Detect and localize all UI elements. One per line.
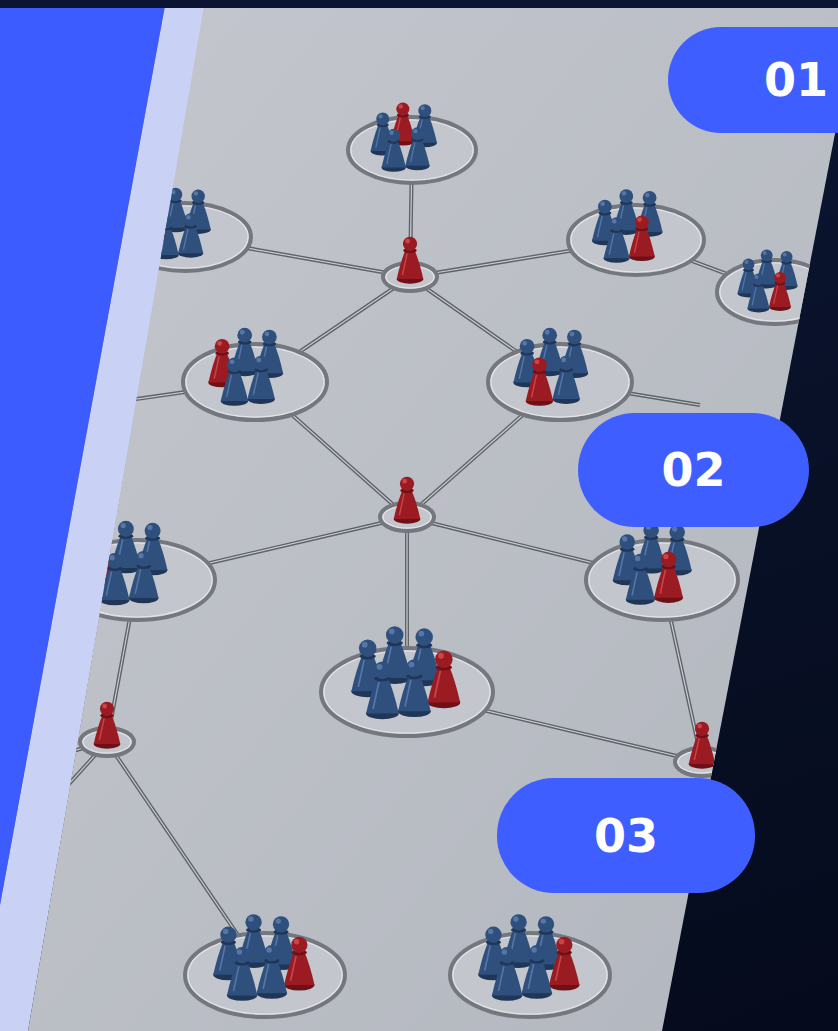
pawn-group: [185, 914, 345, 1017]
network-link-highlight: [255, 277, 410, 382]
pill-number: 01: [764, 57, 828, 103]
hub: [383, 237, 437, 291]
blue-pawn: [257, 945, 287, 999]
top-bar: [0, 0, 838, 8]
red-pawn: [629, 215, 655, 261]
network-link-highlight: [407, 517, 662, 580]
ring: [568, 205, 704, 275]
ring-highlight: [186, 347, 324, 417]
pawn-group: [586, 523, 738, 620]
ring: [348, 117, 476, 183]
pawn-group: [568, 189, 704, 275]
red-pawn: [689, 722, 716, 769]
number-pill: 03: [497, 778, 755, 893]
blue-pawn: [382, 129, 406, 172]
pawn-group: [450, 914, 610, 1017]
ring: [59, 540, 215, 620]
blue-pawn: [522, 945, 552, 999]
red-pawn: [284, 937, 314, 991]
ring: [450, 933, 610, 1017]
ring: [185, 933, 345, 1017]
pawn-group: [488, 328, 632, 420]
red-pawn: [526, 357, 553, 405]
red-pawn: [549, 937, 579, 991]
ring: [119, 203, 251, 271]
blue-pawn: [398, 659, 431, 717]
pawn-group: [321, 626, 493, 736]
blue-pawn: [247, 356, 274, 404]
red-pawn: [94, 702, 121, 749]
pill-number: 03: [594, 813, 658, 859]
blue-pawn: [178, 213, 203, 257]
blue-pawn: [626, 554, 655, 605]
network-link: [0, 742, 107, 860]
network-link-highlight: [407, 382, 560, 517]
number-pill: 01: [668, 27, 838, 133]
network-link: [410, 277, 560, 382]
ring: [586, 540, 738, 620]
blue-pawn: [747, 273, 769, 312]
number-pill: 02: [578, 413, 809, 527]
hub: [675, 722, 729, 776]
blue-pawn: [604, 217, 630, 263]
hub: [80, 702, 134, 756]
red-pawn: [654, 552, 683, 603]
blue-pawn: [552, 356, 579, 404]
ring: [717, 260, 833, 324]
blue-pawn: [492, 947, 522, 1001]
blue-pawn: [154, 215, 179, 259]
pawn-group: [717, 250, 833, 324]
blue-pawn: [100, 553, 130, 605]
pawn-group: [59, 521, 215, 620]
red-pawn: [142, 198, 167, 242]
ring: [183, 344, 327, 420]
network-link: [407, 517, 662, 580]
blue-pawn: [366, 662, 399, 720]
ring-highlight: [589, 543, 735, 617]
hub: [380, 477, 434, 531]
network-link: [407, 382, 560, 517]
blue-pawn: [129, 551, 159, 603]
pawn-group: [348, 103, 476, 183]
ring: [321, 648, 493, 736]
ring-highlight: [491, 347, 629, 417]
pawn-group: [119, 188, 251, 271]
blue-pawn: [405, 127, 429, 170]
red-pawn: [428, 650, 461, 708]
pawn-network: [0, 103, 833, 1017]
ring-highlight: [351, 120, 473, 180]
red-pawn: [394, 477, 421, 524]
ring-highlight: [122, 206, 248, 268]
blue-pawn: [227, 947, 257, 1001]
blue-pawn: [221, 357, 248, 405]
pawn-group: [183, 328, 327, 420]
network-link: [255, 277, 410, 382]
red-pawn: [397, 237, 424, 284]
network-link-highlight: [0, 742, 107, 860]
network-link-highlight: [410, 277, 560, 382]
red-pawn: [769, 272, 791, 311]
pill-number: 02: [661, 447, 725, 493]
grey-panel: [28, 0, 838, 1031]
ring-highlight: [720, 263, 830, 321]
ring: [488, 344, 632, 420]
